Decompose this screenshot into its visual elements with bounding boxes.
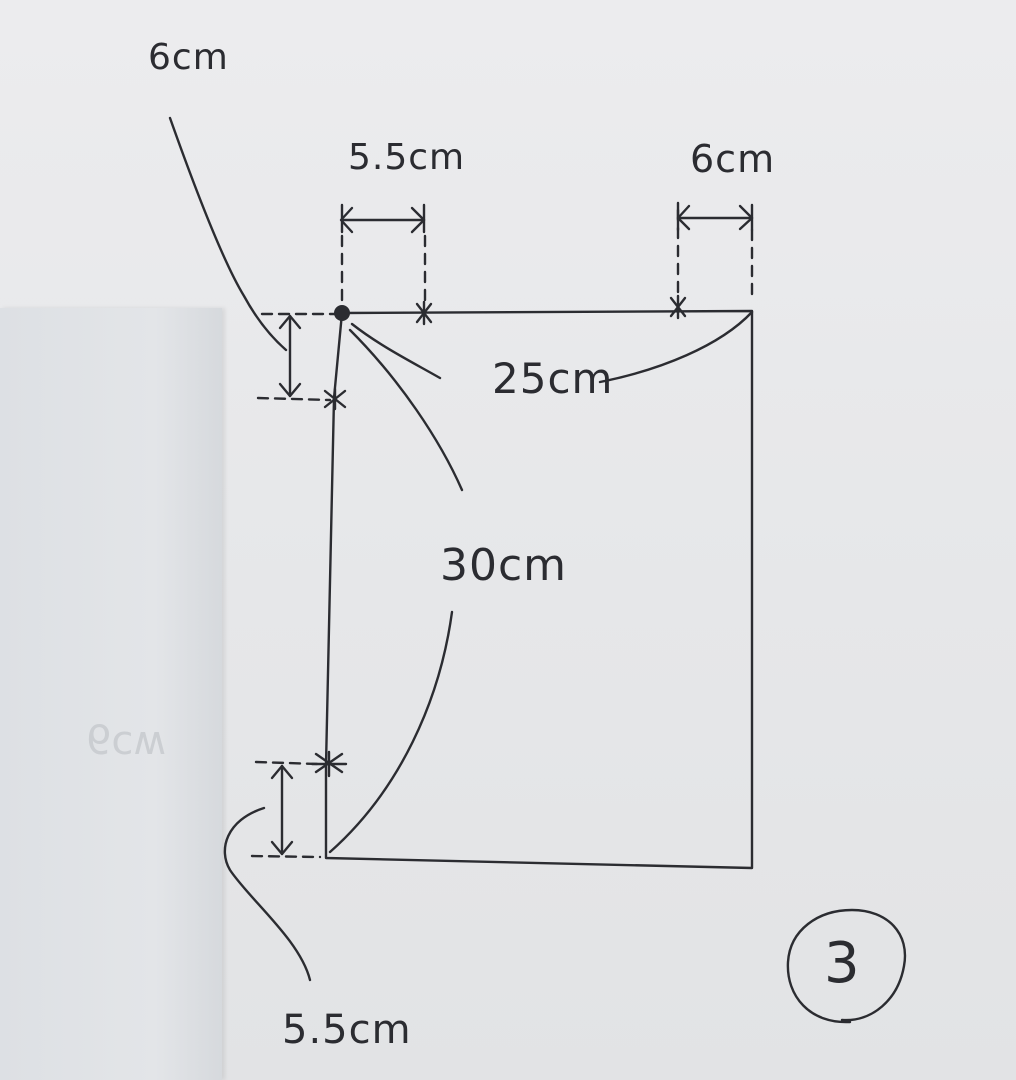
dim-arrow-6cm-top [676, 201, 754, 232]
left-upper-dashed-guide [256, 396, 332, 402]
page-number-circle [786, 908, 907, 1024]
label-5-5cm-bottom: 5.5cm [282, 1007, 412, 1053]
label-5-5cm-top: 5.5cm [348, 137, 466, 178]
dim-arrow-6cm-left [278, 314, 302, 398]
leader-25cm [598, 310, 754, 384]
dim-arrow-5-5cm-bottom [270, 764, 294, 856]
mark-top-notch-2 [669, 294, 687, 320]
corner-dot [334, 305, 350, 321]
label-25cm: 25cm [492, 354, 614, 403]
dim-arrow-5-5cm-top [339, 203, 426, 234]
leader-30cm-lower [328, 610, 454, 854]
label-6cm-top-left: 6cm [148, 37, 229, 78]
underlying-paper-sheet [0, 308, 222, 1080]
leader-6cm-top-left [168, 116, 288, 352]
bottom-dashed-guide [250, 854, 322, 859]
leader-5-5cm-bottom [223, 806, 312, 982]
leader-25cm-corner [350, 322, 442, 380]
leader-30cm-upper [348, 328, 464, 492]
label-30cm: 30cm [440, 540, 568, 591]
mark-top-notch-1 [415, 300, 433, 326]
mark-left-upper [323, 387, 347, 411]
label-6cm-top-right: 6cm [690, 137, 776, 181]
mark-left-lower [310, 750, 348, 778]
left-lower-dashed-guide [254, 760, 320, 766]
page-number: 3 [824, 931, 861, 996]
